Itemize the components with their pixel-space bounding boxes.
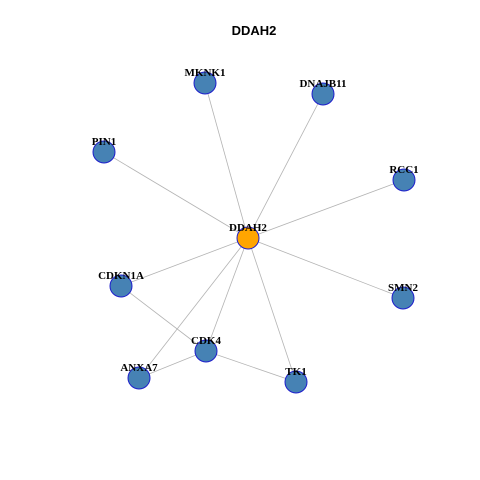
edge-ddah2-rcc1 xyxy=(247,179,405,239)
node-label: MKNK1 xyxy=(185,67,226,79)
node-label: SMN2 xyxy=(388,282,418,294)
node-circle xyxy=(109,274,133,298)
node-pin1: PIN1 xyxy=(92,136,116,164)
node-label: TK1 xyxy=(285,366,306,378)
node-label: DDAH2 xyxy=(229,222,267,234)
edge-ddah2-dnajb11 xyxy=(247,93,324,239)
node-circle xyxy=(92,140,116,164)
node-circle xyxy=(127,366,151,390)
edges-layer xyxy=(103,82,405,383)
diagram-title: DDAH2 xyxy=(232,23,277,38)
node-dnajb11: DNAJB11 xyxy=(299,78,347,106)
node-cdkn1a: CDKN1A xyxy=(98,270,144,298)
node-cdk4: CDK4 xyxy=(191,335,221,363)
edge-ddah2-cdkn1a xyxy=(120,237,249,287)
node-label: CDK4 xyxy=(191,335,221,347)
edge-cdk4-tk1 xyxy=(205,350,297,383)
node-mknk1: MKNK1 xyxy=(185,67,226,95)
node-label: RCC1 xyxy=(389,164,418,176)
edge-anxa7-cdk4 xyxy=(138,350,207,379)
node-ddah2: DDAH2 xyxy=(229,222,267,250)
node-label: CDKN1A xyxy=(98,270,144,282)
node-circle xyxy=(193,71,217,95)
node-label: PIN1 xyxy=(92,136,116,148)
edge-ddah2-pin1 xyxy=(103,151,249,239)
node-label: ANXA7 xyxy=(120,362,158,374)
edge-cdkn1a-cdk4 xyxy=(120,285,207,352)
edge-ddah2-tk1 xyxy=(247,237,297,383)
node-circle xyxy=(311,82,335,106)
edge-ddah2-mknk1 xyxy=(204,82,249,239)
node-label: DNAJB11 xyxy=(299,78,346,90)
node-circle xyxy=(194,339,218,363)
node-circle xyxy=(236,226,260,250)
edge-ddah2-anxa7 xyxy=(138,237,249,379)
node-tk1: TK1 xyxy=(284,366,308,394)
node-smn2: SMN2 xyxy=(388,282,418,310)
edge-ddah2-cdk4 xyxy=(205,237,249,352)
node-circle xyxy=(392,168,416,192)
node-circle xyxy=(284,370,308,394)
node-anxa7: ANXA7 xyxy=(120,362,158,390)
node-circle xyxy=(391,286,415,310)
edge-ddah2-smn2 xyxy=(247,237,404,299)
node-rcc1: RCC1 xyxy=(389,164,419,192)
